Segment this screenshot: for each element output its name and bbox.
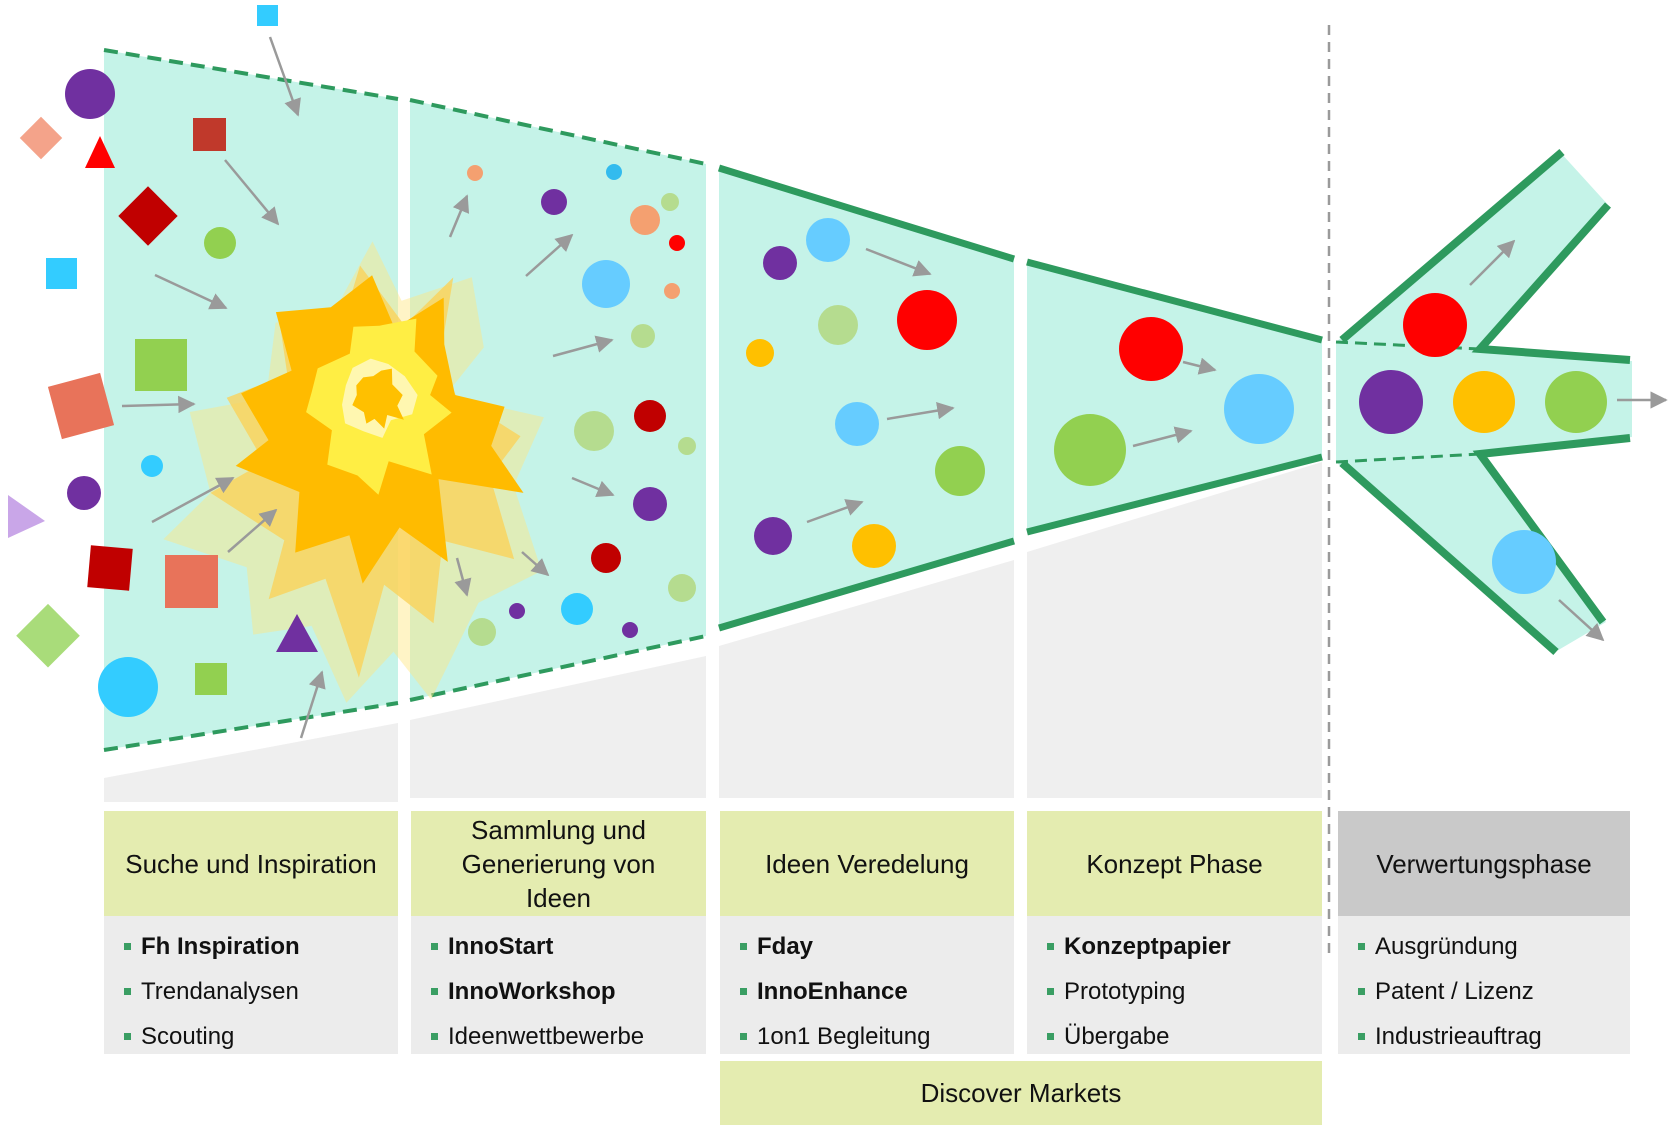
- bullet-icon: [431, 943, 438, 950]
- list-item: Trendanalysen: [124, 969, 398, 1014]
- phase-header-refinement: Ideen Veredelung: [720, 811, 1014, 916]
- list-item: InnoWorkshop: [431, 969, 706, 1014]
- bullet-icon: [1358, 943, 1365, 950]
- particles-exploitation: [1359, 293, 1607, 594]
- list-item: Ausgründung: [1358, 924, 1630, 969]
- bullet-icon: [1047, 943, 1054, 950]
- list-item: Konzeptpapier: [1047, 924, 1322, 969]
- phase-list-generation: InnoStart InnoWorkshop Ideenwettbewerbe: [411, 916, 706, 1054]
- list-item: Fday: [740, 924, 1014, 969]
- bullet-icon: [431, 1033, 438, 1040]
- list-item: Ideenwettbewerbe: [431, 1014, 706, 1059]
- particles-concept: [1054, 317, 1294, 486]
- phase-list-search: Fh Inspiration Trendanalysen Scouting: [104, 916, 398, 1054]
- list-item: 1on1 Begleitung: [740, 1014, 1014, 1059]
- phase-list-exploitation: Ausgründung Patent / Lizenz Industrieauf…: [1338, 916, 1630, 1054]
- bullet-icon: [124, 988, 131, 995]
- explosion-burst: [163, 241, 544, 703]
- phase-header-generation: Sammlung und Generierung von Ideen: [411, 811, 706, 916]
- list-item: InnoEnhance: [740, 969, 1014, 1014]
- list-item: Übergabe: [1047, 1014, 1322, 1059]
- particles-generation: [467, 164, 696, 646]
- bullet-icon: [740, 943, 747, 950]
- particles-search: [8, 5, 318, 717]
- list-item: Patent / Lizenz: [1358, 969, 1630, 1014]
- bullet-icon: [1047, 1033, 1054, 1040]
- bullet-icon: [1358, 988, 1365, 995]
- bullet-icon: [431, 988, 438, 995]
- list-item: Scouting: [124, 1014, 398, 1059]
- flow-arrows: [121, 36, 1668, 739]
- bullet-icon: [740, 1033, 747, 1040]
- list-item: InnoStart: [431, 924, 706, 969]
- bullet-icon: [740, 988, 747, 995]
- discover-markets-band: Discover Markets: [720, 1061, 1322, 1125]
- list-item: Fh Inspiration: [124, 924, 398, 969]
- phase-list-refinement: Fday InnoEnhance 1on1 Begleitung: [720, 916, 1014, 1054]
- list-item: Prototyping: [1047, 969, 1322, 1014]
- bullet-icon: [124, 1033, 131, 1040]
- bullet-icon: [124, 943, 131, 950]
- bullet-icon: [1047, 988, 1054, 995]
- phase-list-concept: Konzeptpapier Prototyping Übergabe: [1027, 916, 1322, 1054]
- phase-header-exploitation: Verwertungsphase: [1338, 811, 1630, 916]
- list-item: Industrieauftrag: [1358, 1014, 1630, 1059]
- phase-header-concept: Konzept Phase: [1027, 811, 1322, 916]
- floor-wedges: [104, 462, 1322, 802]
- bullet-icon: [1358, 1033, 1365, 1040]
- particles-refinement: [746, 218, 985, 568]
- funnel-segment-3: [717, 164, 1016, 632]
- phase-header-search: Suche und Inspiration: [104, 811, 398, 916]
